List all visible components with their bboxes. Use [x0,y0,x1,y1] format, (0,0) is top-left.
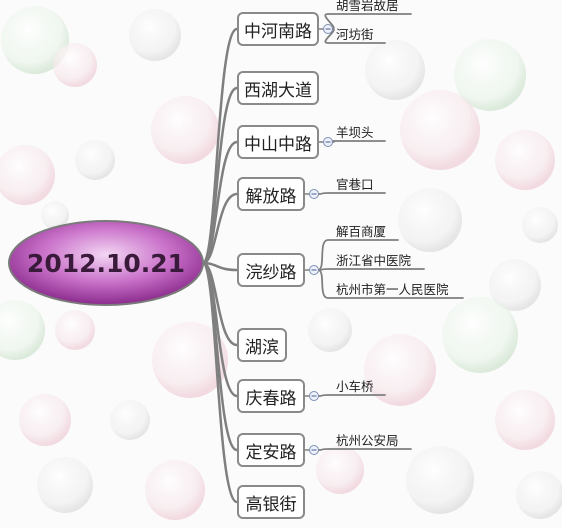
branch-node[interactable]: 西湖大道 [237,71,319,105]
collapse-toggle-icon[interactable] [309,265,319,275]
leaf-node[interactable]: 官巷口 [336,177,374,192]
branch-node[interactable]: 解放路 [237,177,305,211]
branch-node[interactable]: 湖滨 [237,328,287,362]
leaf-node[interactable]: 小车桥 [336,379,374,394]
branch-leaf-connector [317,394,386,397]
leaf-node[interactable]: 河坊街 [336,27,374,42]
branch-node[interactable]: 浣纱路 [237,253,305,287]
branch-leaf-connector [317,239,399,271]
collapse-toggle-icon[interactable] [309,391,319,401]
collapse-toggle-icon[interactable] [309,189,319,199]
root-branch-connector [201,140,239,265]
branch-node[interactable]: 中山中路 [237,125,319,159]
leaf-node[interactable]: 胡雪岩故居 [336,0,399,13]
branch-leaf-connector [317,269,464,299]
leaf-node[interactable]: 羊坝头 [336,125,374,140]
branch-leaf-connector [324,28,386,44]
branch-node[interactable]: 高银街 [237,485,305,519]
root-node-shape[interactable] [8,220,204,306]
branch-leaf-connector [317,268,425,271]
collapse-toggle-icon[interactable] [309,445,319,455]
branch-node[interactable]: 定安路 [237,433,305,467]
root-node-label: 2012.10.21 [26,248,186,278]
leaf-node[interactable]: 杭州市第一人民医院 [336,282,449,297]
collapse-toggle-icon[interactable] [323,137,333,147]
leaf-node[interactable]: 解百商厦 [336,224,387,239]
branch-node[interactable]: 庆春路 [237,379,305,413]
background-bubbles [0,6,562,520]
leaf-node[interactable]: 浙江省中医院 [336,253,412,268]
branch-leaf-connector [317,448,412,451]
leaf-node[interactable]: 杭州公安局 [336,433,399,448]
collapse-toggle-icon[interactable] [323,24,333,34]
branch-leaf-connector [324,140,386,143]
root-branch-connector [201,192,239,265]
branch-node[interactable]: 中河南路 [237,12,319,46]
root-branch-connector [201,261,239,504]
connector-lines [201,13,464,504]
branch-leaf-connector [317,192,386,195]
